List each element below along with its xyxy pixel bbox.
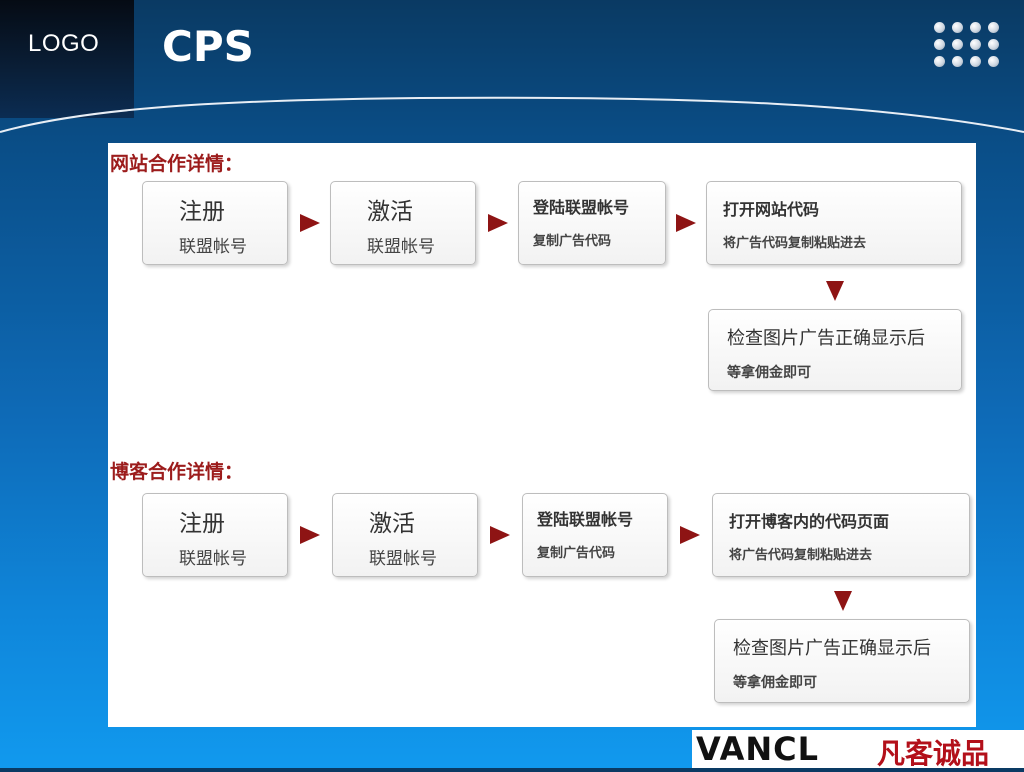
brand-logo: VANCL 凡客诚品: [692, 730, 1024, 770]
step-subtitle: 联盟帐号: [367, 237, 435, 257]
brand-name-en: VANCL: [696, 730, 820, 768]
blog-step-login: 登陆联盟帐号 复制广告代码: [522, 493, 668, 577]
website-step-check: 检查图片广告正确显示后 等拿佣金即可: [708, 309, 962, 391]
arrow-down-icon: [826, 281, 844, 301]
step-title: 激活: [367, 199, 413, 225]
step-title: 登陆联盟帐号: [533, 198, 630, 217]
step-subtitle: 联盟帐号: [369, 549, 437, 569]
blog-section-title: 博客合作详情：: [110, 461, 244, 483]
step-title: 激活: [369, 511, 415, 537]
step-subtitle: 复制广告代码: [537, 546, 616, 561]
content-panel: 网站合作详情： 注册 联盟帐号 激活 联盟帐号 登陆联盟帐号 复制广告代码 打开…: [108, 143, 976, 727]
step-title: 检查图片广告正确显示后: [727, 328, 925, 349]
step-title: 检查图片广告正确显示后: [733, 638, 931, 659]
blog-step-check: 检查图片广告正确显示后 等拿佣金即可: [714, 619, 970, 703]
arrow-right-icon: [300, 214, 320, 232]
arrow-right-icon: [300, 526, 320, 544]
logo-area: LOGO: [0, 0, 134, 118]
step-subtitle: 等拿佣金即可: [727, 365, 811, 381]
arrow-right-icon: [490, 526, 510, 544]
step-title: 登陆联盟帐号: [537, 510, 634, 529]
step-title: 打开网站代码: [723, 200, 820, 219]
step-subtitle: 联盟帐号: [179, 549, 247, 569]
step-subtitle: 等拿佣金即可: [733, 675, 817, 691]
website-step-login: 登陆联盟帐号 复制广告代码: [518, 181, 666, 265]
blog-step-open-code: 打开博客内的代码页面 将广告代码复制粘贴进去: [712, 493, 970, 577]
arrow-right-icon: [676, 214, 696, 232]
blog-step-register: 注册 联盟帐号: [142, 493, 288, 577]
step-title: 注册: [179, 199, 225, 225]
step-title: 打开博客内的代码页面: [729, 512, 890, 531]
step-subtitle: 将广告代码复制粘贴进去: [729, 548, 873, 563]
dots-decoration-icon: [934, 22, 1006, 76]
slide-title: CPS: [162, 22, 254, 71]
arrow-down-icon: [834, 591, 852, 611]
blog-step-activate: 激活 联盟帐号: [332, 493, 478, 577]
website-step-open-code: 打开网站代码 将广告代码复制粘贴进去: [706, 181, 962, 265]
logo: LOGO: [28, 30, 100, 57]
step-subtitle: 联盟帐号: [179, 237, 247, 257]
step-title: 注册: [179, 511, 225, 537]
header-swoosh: [0, 96, 1024, 133]
website-section-title: 网站合作详情：: [110, 153, 244, 175]
arrow-right-icon: [680, 526, 700, 544]
website-step-activate: 激活 联盟帐号: [330, 181, 476, 265]
step-subtitle: 复制广告代码: [533, 234, 612, 249]
step-subtitle: 将广告代码复制粘贴进去: [723, 236, 867, 251]
brand-name-cn: 凡客诚品: [877, 737, 990, 770]
website-step-register: 注册 联盟帐号: [142, 181, 288, 265]
arrow-right-icon: [488, 214, 508, 232]
